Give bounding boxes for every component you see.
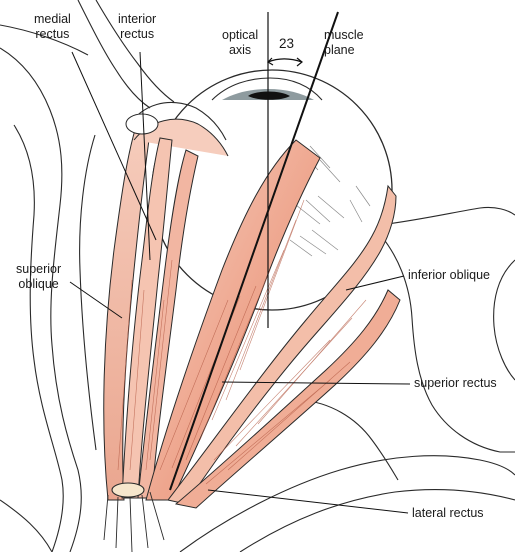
label-superior-rectus: superior rectus	[414, 376, 497, 391]
label-medial-rectus-line2: rectus	[34, 27, 71, 42]
label-interior-rectus: interior rectus	[118, 12, 156, 42]
label-lateral-rectus: lateral rectus	[412, 506, 484, 521]
label-superior-oblique: superior oblique	[16, 262, 61, 292]
label-medial-rectus-line1: medial	[34, 12, 71, 27]
label-muscle-plane-line1: muscle	[324, 28, 364, 43]
label-inferior-oblique: inferior oblique	[408, 268, 490, 283]
label-optical-axis-line2: axis	[222, 43, 258, 58]
label-interior-rectus-line2: rectus	[118, 27, 156, 42]
label-optical-axis: optical axis	[222, 28, 258, 58]
label-superior-oblique-line1: superior	[16, 262, 61, 277]
annulus	[112, 483, 144, 497]
label-muscle-plane: muscle plane	[324, 28, 364, 58]
angle-arc	[268, 59, 302, 62]
label-medial-rectus: medial rectus	[34, 12, 71, 42]
label-angle: 23	[279, 36, 294, 51]
label-superior-oblique-line2: oblique	[16, 277, 61, 292]
label-optical-axis-line1: optical	[222, 28, 258, 43]
label-interior-rectus-line1: interior	[118, 12, 156, 27]
label-muscle-plane-line2: plane	[324, 43, 364, 58]
leader-lateral-rectus	[208, 490, 408, 513]
